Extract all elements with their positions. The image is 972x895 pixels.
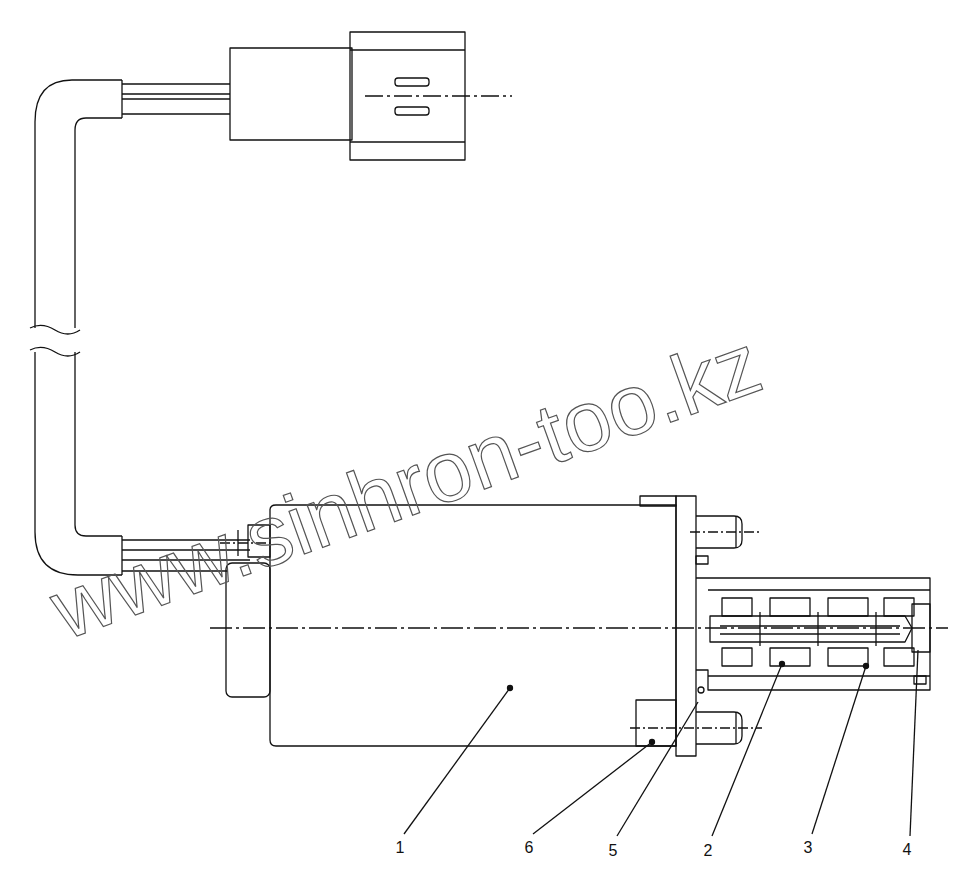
connector-plug <box>230 32 512 160</box>
callout-number: 6 <box>525 840 534 856</box>
valve-spool <box>696 578 930 690</box>
callout-number: 4 <box>903 842 912 858</box>
watermark: www.sinhron-too.kz <box>40 319 771 652</box>
callout-number: 5 <box>609 843 618 859</box>
callout-number: 2 <box>704 843 713 859</box>
leader-lines <box>404 650 918 836</box>
callout-number: 3 <box>804 840 813 856</box>
callout-number: 1 <box>396 840 405 856</box>
